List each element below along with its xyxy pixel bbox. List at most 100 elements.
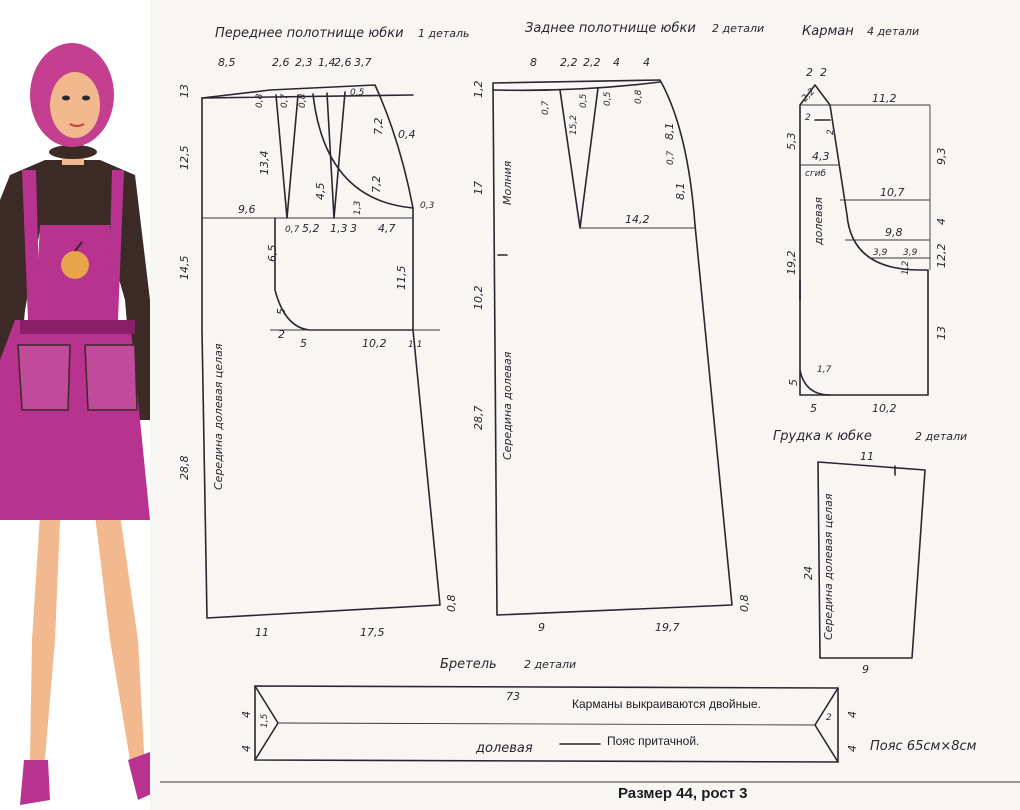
pocket-top-dim: 2 — [820, 66, 827, 79]
front-inner-label: 3 — [350, 222, 357, 235]
bib-bottom-dim: 9 — [862, 663, 869, 676]
mouth — [69, 123, 85, 127]
pocket-left-dim: 19,2 — [785, 251, 798, 276]
bib-outline — [817, 461, 926, 659]
back-inner-label: 8,1 — [663, 123, 676, 141]
front-top-dim: 1,4 — [318, 56, 336, 69]
footer-size: Размер 44, рост 3 — [618, 785, 748, 802]
back-inner-label: 0,5 — [603, 91, 613, 106]
front-dart-1 — [275, 94, 299, 219]
left-shoe — [20, 760, 50, 805]
front-inner-label: 0,7 — [285, 225, 300, 235]
back-inner-label: 0,5 — [579, 93, 589, 108]
front-top-dim: 3,7 — [354, 56, 372, 69]
back-panel-outline — [492, 79, 733, 616]
strap-title: Бретель — [440, 657, 497, 672]
pocket-right-dim: 13 — [935, 326, 948, 340]
front-inner-label: 5 — [275, 308, 288, 315]
front-inner-label: 11,5 — [395, 266, 408, 291]
front-side-dim: 14,5 — [178, 256, 191, 281]
back-inner-label: 0,7 — [666, 150, 676, 165]
strap-grain-label: долевая — [475, 741, 533, 756]
left-leg — [30, 515, 60, 770]
pocket-inner-label: 11,2 — [872, 92, 897, 105]
pocket-count: 4 детали — [867, 25, 919, 38]
back-inner-label: 0,7 — [541, 100, 551, 115]
back-top-dim: 2,2 — [583, 56, 601, 69]
bib-count: 2 детали — [915, 430, 967, 443]
strap-pattern: Бретель 2 детали 73 4 1,5 4 2 4 4 долева… — [240, 657, 859, 763]
back-top-dim: 8 — [530, 56, 537, 69]
back-panel: Заднее полотнище юбки 2 детали 8 2,2 2,2… — [472, 21, 764, 634]
back-side-dim: 10,2 — [472, 286, 485, 311]
back-bottom-dim: 9 — [538, 621, 545, 634]
left-strap — [22, 170, 40, 320]
front-inner-label: 10,2 — [362, 337, 387, 350]
front-inner-label: 6,5 — [266, 245, 279, 263]
pocket-inner-label: 1,2 — [901, 260, 911, 275]
front-inner-label: 9,6 — [238, 203, 256, 216]
front-waist-line — [201, 94, 414, 99]
strap-fold-line — [277, 722, 816, 726]
back-panel-count: 2 детали — [712, 22, 764, 35]
apple-applique — [61, 251, 89, 279]
front-side-dim: 13 — [178, 84, 191, 98]
front-panel-count: 1 деталь — [418, 27, 470, 40]
back-top-dim: 4 — [643, 56, 650, 69]
front-pocket-opening — [312, 93, 414, 209]
front-inner-label: 4,5 — [314, 183, 327, 201]
pocket-outline — [799, 84, 929, 396]
left-pocket — [17, 344, 71, 411]
front-panel: Переднее полотнище юбки 1 деталь 8,5 2,6… — [178, 26, 470, 639]
strap-end-dim: 2 — [826, 713, 832, 723]
back-inner-label: 15,2 — [569, 115, 579, 135]
front-inner-label: 0,4 — [398, 128, 416, 141]
bib-grain-label: Середина долевая целая — [822, 493, 835, 640]
pocket-pattern: Карман 4 детали 2 2 2,2 2 2 11,2 5,3 4,3… — [785, 24, 948, 415]
pocket-bottom-dim: 10,2 — [872, 402, 897, 415]
front-top-dim: 8,5 — [218, 56, 236, 69]
note-waistband-fit: Пояс притачной. — [607, 734, 699, 748]
pocket-inner-label: 2 — [805, 113, 811, 123]
strap-end-dim: 4 — [846, 745, 859, 752]
pocket-title: Карман — [802, 24, 854, 39]
back-bottom-dim: 0,8 — [738, 595, 751, 613]
front-inner-label: 0,7 — [280, 93, 290, 108]
bib-pattern: Грудка к юбке 2 детали 11 24 Середина до… — [773, 429, 967, 676]
front-top-dim: 2,6 — [272, 56, 290, 69]
face — [50, 72, 100, 138]
dress-waistband — [20, 320, 135, 334]
front-bottom-dim: 17,5 — [360, 626, 385, 639]
apple-stem — [74, 241, 83, 252]
front-inner-label: 0,8 — [255, 93, 265, 108]
right-pocket — [84, 344, 138, 411]
back-waist-line — [492, 81, 661, 92]
strap-end-dim: 4 — [846, 711, 859, 718]
back-grain-label: Середина долевая — [501, 351, 514, 460]
front-top-dim: 2,6 — [334, 56, 352, 69]
strap-right-point — [814, 687, 839, 763]
front-inner-label: 0,5 — [350, 88, 365, 98]
pocket-right-dim: 9,3 — [935, 148, 948, 166]
pocket-right-dim: 12,2 — [935, 244, 948, 269]
bib-side-dim: 24 — [802, 566, 815, 580]
right-strap — [108, 170, 124, 320]
pocket-grain-label: долевая — [812, 197, 825, 246]
back-panel-title: Заднее полотнище юбки — [525, 21, 696, 36]
pocket-corner-curve — [799, 369, 831, 396]
back-dart — [559, 87, 599, 229]
front-inner-label: 7,2 — [370, 176, 383, 194]
back-inner-label: 8,1 — [674, 183, 687, 201]
front-inner-label: 0,8 — [298, 93, 308, 108]
pocket-inner-label: 3,9 — [873, 248, 888, 258]
front-side-dim: 28,8 — [178, 456, 191, 481]
bib-top-dim: 11 — [860, 450, 874, 463]
front-inner-label: 1,3 — [353, 200, 363, 215]
right-leg — [95, 515, 145, 770]
strap-end-dim: 4 — [240, 745, 253, 752]
front-inner-label: 1,3 — [330, 222, 348, 235]
pocket-inner-label: сгиб — [805, 169, 827, 179]
collar — [49, 145, 97, 159]
front-inner-label: 5,2 — [302, 222, 320, 235]
